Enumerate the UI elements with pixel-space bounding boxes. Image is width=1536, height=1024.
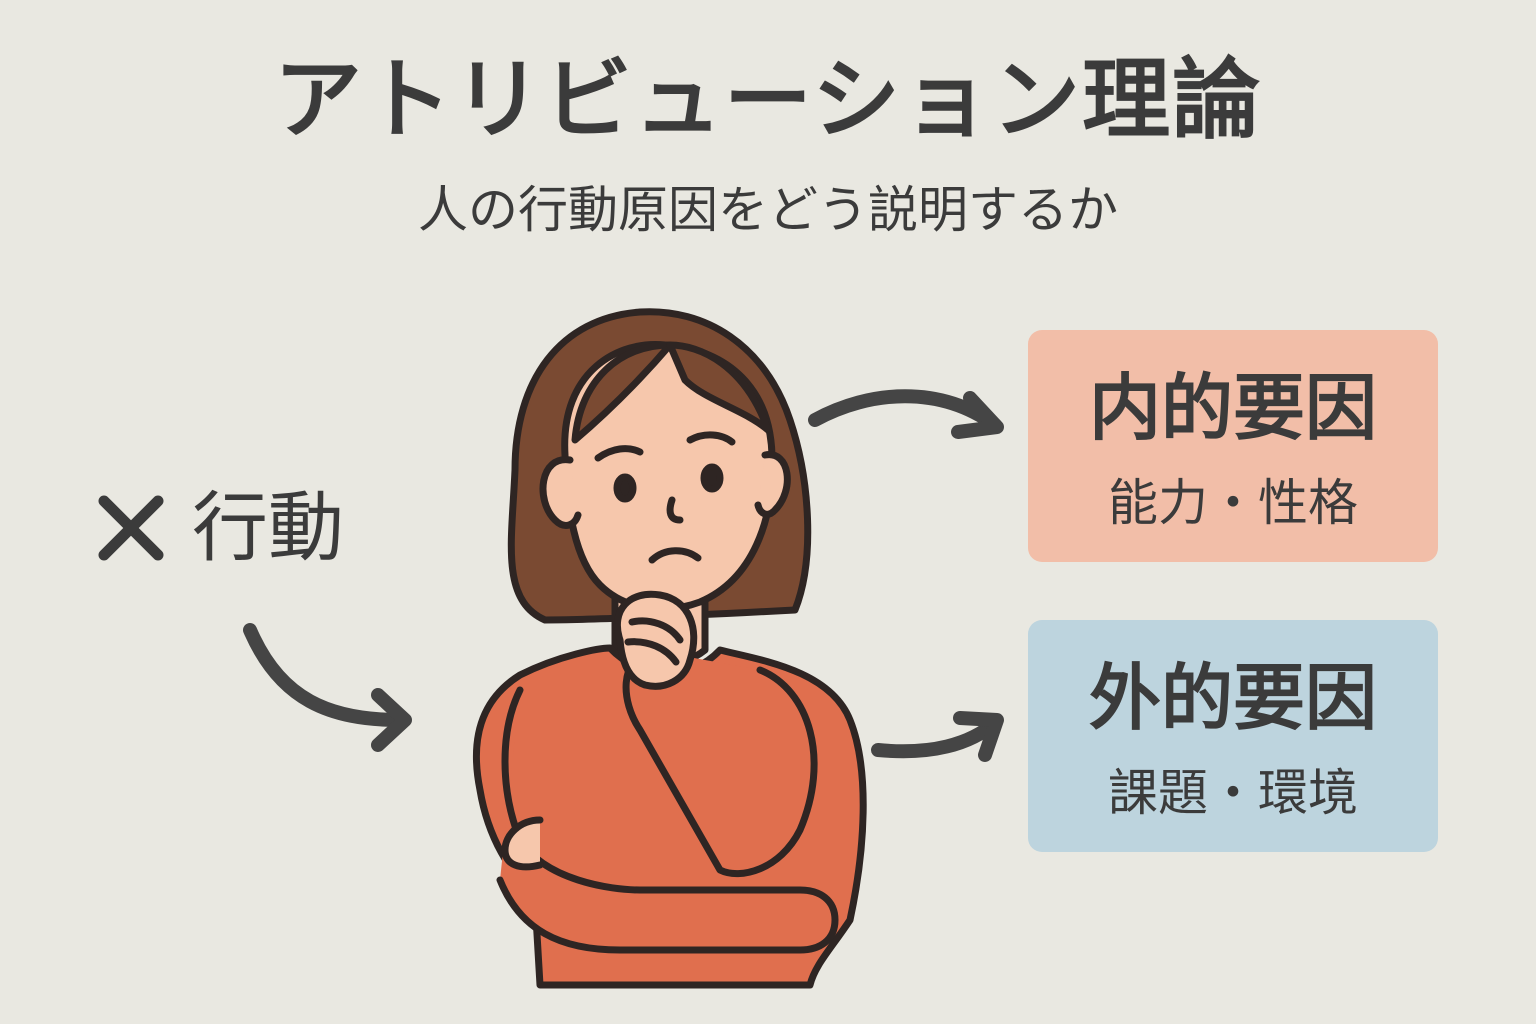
- right-arm: [622, 646, 818, 878]
- crossed-hand: [501, 816, 544, 871]
- internal-factor-heading: 内的要因: [1088, 366, 1377, 450]
- page-subtitle: 人の行動原因をどう説明するか: [418, 181, 1118, 239]
- external-factor-box: 外的要因 課題・環境: [1028, 620, 1438, 852]
- finger-line-1: [628, 617, 684, 644]
- shirt: [472, 644, 867, 989]
- right-eyebrow: [686, 431, 736, 446]
- finger-line-2: [624, 638, 680, 666]
- page-title: アトリビューション理論: [273, 48, 1263, 151]
- hair-bangs: [571, 341, 674, 444]
- neck: [611, 571, 709, 669]
- external-factor-heading: 外的要因: [1088, 656, 1377, 740]
- left-eye: [613, 473, 637, 503]
- left-arm: [496, 686, 839, 954]
- right-eye: [700, 463, 724, 493]
- internal-factor-box: 内的要因 能力・性格: [1028, 330, 1438, 562]
- internal-factor-detail: 能力・性格: [1108, 474, 1358, 532]
- left-eyebrow: [594, 445, 644, 462]
- hair-bangs-right: [666, 341, 772, 434]
- x-icon: [98, 495, 164, 561]
- behavior-node: 行動: [96, 490, 344, 566]
- hair-back: [507, 308, 812, 624]
- nose: [666, 496, 684, 524]
- chin-hand: [613, 590, 698, 690]
- behavior-label: 行動: [192, 483, 344, 572]
- face: [561, 340, 776, 613]
- external-factor-detail: 課題・環境: [1108, 764, 1358, 822]
- left-ear: [539, 456, 582, 529]
- mouth: [648, 547, 702, 564]
- right-ear: [754, 451, 791, 518]
